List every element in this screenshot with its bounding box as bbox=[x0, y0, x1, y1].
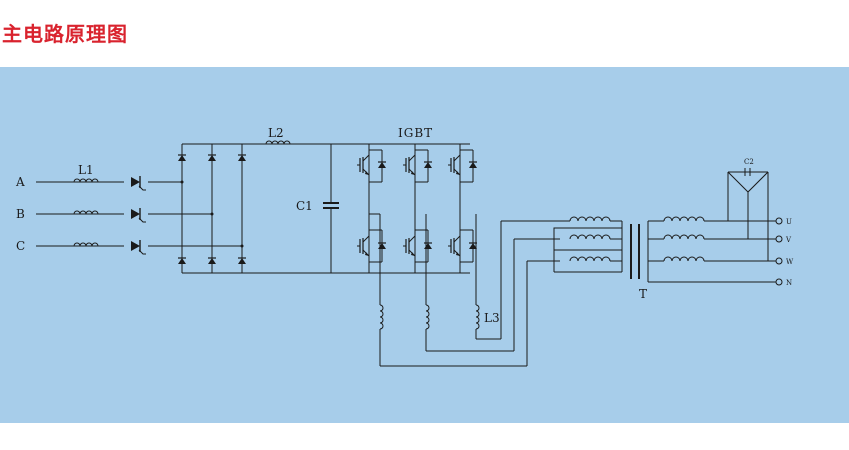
diagram-panel bbox=[0, 67, 849, 423]
output-terminals bbox=[775, 217, 783, 286]
c1-capacitor bbox=[323, 144, 339, 273]
igbt-label: IGBT bbox=[398, 126, 433, 140]
l1-label: L1 bbox=[78, 163, 94, 177]
input-c-label: C bbox=[16, 239, 25, 253]
output-n-label: N bbox=[786, 279, 792, 287]
input-b-label: B bbox=[16, 207, 25, 221]
output-v-label: V bbox=[785, 236, 792, 244]
page-title: 主电路原理图 bbox=[2, 22, 128, 46]
l2-label: L2 bbox=[268, 126, 284, 140]
transformer-core bbox=[630, 224, 640, 279]
output-u-label: U bbox=[786, 218, 792, 226]
c1-label: C1 bbox=[296, 199, 313, 213]
output-wiring bbox=[379, 214, 560, 367]
transformer-primary bbox=[553, 216, 623, 273]
igbt-bridge bbox=[331, 143, 478, 274]
c2-capacitor bbox=[727, 168, 769, 261]
transformer-secondary bbox=[647, 216, 776, 283]
input-thyristors bbox=[130, 175, 147, 255]
transformer-label: T bbox=[639, 287, 647, 301]
output-w-label: W bbox=[786, 258, 794, 266]
rectifier-bridge bbox=[177, 143, 331, 274]
l3-label: L3 bbox=[484, 311, 500, 325]
c2-label: C2 bbox=[744, 158, 754, 166]
input-a-label: A bbox=[15, 175, 25, 189]
l1-inductors bbox=[73, 178, 99, 247]
l2-inductor bbox=[265, 140, 291, 145]
